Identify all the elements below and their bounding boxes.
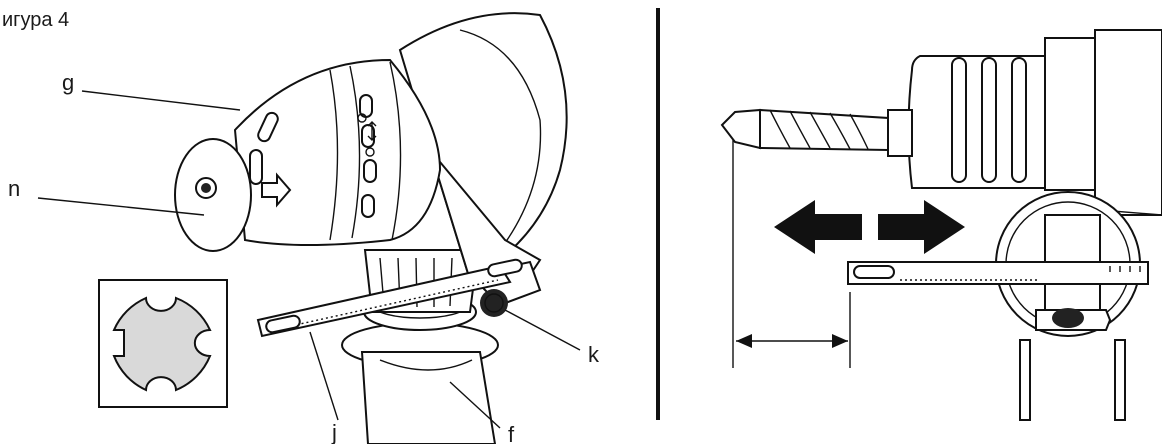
label-j: j xyxy=(331,420,337,444)
leader-f xyxy=(449,381,501,429)
figure-title: игура 4 xyxy=(2,9,69,31)
handle-f xyxy=(341,322,499,444)
leader-k xyxy=(504,309,581,351)
label-g: g xyxy=(62,70,74,95)
panel-divider xyxy=(656,8,660,420)
sds-shank-inset xyxy=(98,279,228,408)
right-panel xyxy=(720,29,1162,421)
arrow-right-icon xyxy=(878,200,965,254)
left-panel: игура 4 xyxy=(2,9,600,444)
drill-body xyxy=(398,12,568,292)
label-k: k xyxy=(588,342,600,367)
chuck-g xyxy=(174,58,442,252)
leader-j xyxy=(309,331,339,421)
arrow-left-icon xyxy=(774,200,862,254)
label-n: n xyxy=(8,176,20,201)
side-handle-ring xyxy=(995,191,1141,421)
chuck-right xyxy=(887,55,1046,189)
tool-housing xyxy=(1044,29,1162,216)
label-f: f xyxy=(508,422,515,444)
depth-dimension xyxy=(732,140,851,368)
adjust-arrows xyxy=(774,200,965,254)
leader-n xyxy=(37,197,205,216)
depth-rod-j xyxy=(256,258,523,338)
leader-g xyxy=(81,90,241,111)
depth-rod-right xyxy=(847,261,1149,285)
drill-bit xyxy=(720,108,889,152)
